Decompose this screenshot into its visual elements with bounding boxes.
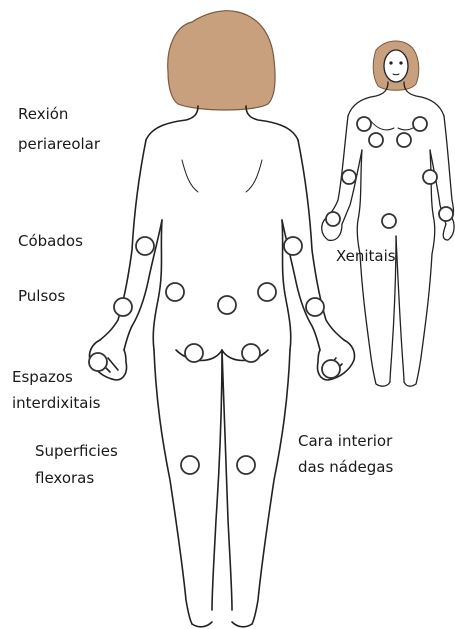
marker-left-thigh — [181, 456, 199, 474]
label-superficies-line2: flexoras — [35, 469, 94, 488]
label-pulsos: Pulsos — [18, 287, 65, 306]
marker-right-interdigital — [322, 360, 340, 378]
label-periareolar-line2: periareolar — [18, 135, 100, 154]
back-view-hair — [168, 11, 275, 110]
label-cobados: Cóbados — [18, 232, 83, 251]
marker-right-elbow — [284, 237, 302, 255]
label-periareolar-line1: Rexión — [18, 105, 68, 124]
marker-right-back — [258, 283, 276, 301]
label-nadegas-line2: das nádegas — [298, 458, 393, 477]
marker-front-left-hand — [326, 212, 340, 226]
marker-front-genitals — [382, 214, 396, 228]
label-espazos-line1: Espazos — [12, 368, 73, 387]
marker-center-back — [218, 296, 236, 314]
marker-front-right-hand — [439, 207, 453, 221]
marker-left-interdigital — [89, 353, 107, 371]
marker-front-left-elbow — [342, 170, 356, 184]
marker-right-thigh — [237, 456, 255, 474]
marker-front-left-breast-top — [357, 117, 371, 131]
marker-left-buttock — [185, 344, 203, 362]
label-nadegas-line1: Cara interior — [298, 432, 392, 451]
label-espazos-line2: interdixitais — [12, 394, 100, 413]
back-view-figure — [89, 11, 354, 627]
marker-right-wrist — [306, 298, 324, 316]
marker-front-left-breast — [369, 133, 383, 147]
marker-front-right-breast-top — [413, 117, 427, 131]
marker-right-buttock — [242, 344, 260, 362]
marker-left-elbow — [136, 237, 154, 255]
marker-front-right-breast — [397, 133, 411, 147]
marker-left-back — [166, 283, 184, 301]
marker-left-wrist — [114, 298, 132, 316]
label-xenitais: Xenitais — [336, 247, 396, 266]
label-superficies-line1: Superficies — [35, 442, 118, 461]
marker-front-right-elbow — [423, 170, 437, 184]
